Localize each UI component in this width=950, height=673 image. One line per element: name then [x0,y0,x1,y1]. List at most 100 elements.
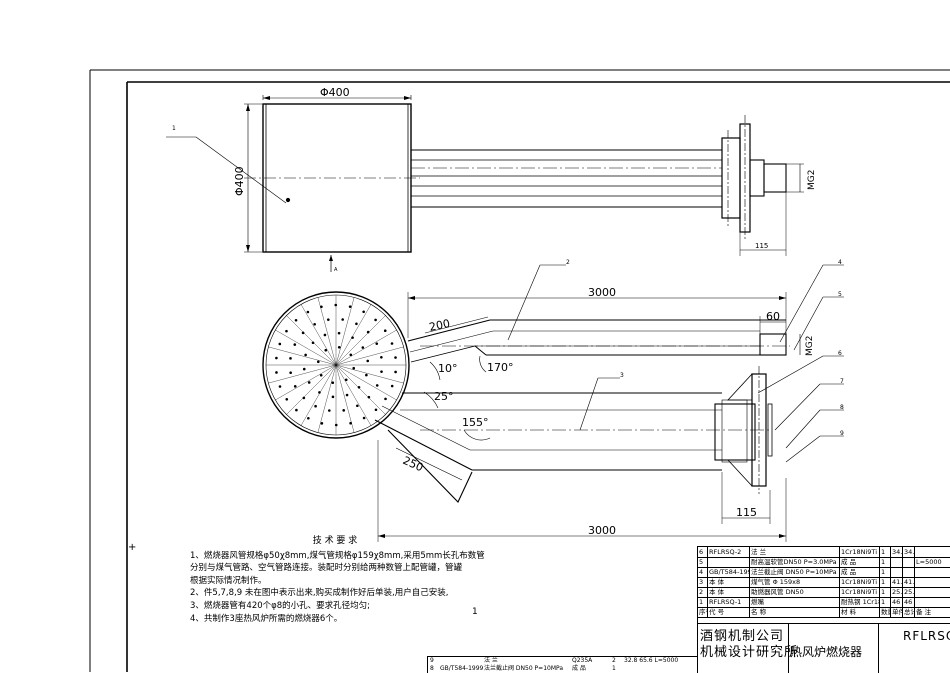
burner-hole [326,318,330,321]
burner-hole [289,371,292,375]
bom-cell: 助燃器风管 DN50 [750,587,840,597]
burner-radial-line [317,297,337,366]
bom-cell: 本 体 [708,577,750,587]
bom-cont-qty: 2 [612,657,616,664]
burner-hole [383,329,387,333]
top-view [166,95,804,272]
burner-hole [289,357,292,360]
burner-hole [323,333,327,337]
bom-cont-code-2: GB/T584-1999 [440,665,484,672]
burner-radial-line [335,315,386,366]
burner-hole [324,348,328,352]
burner-radial-line [268,346,337,366]
burner-hole [355,322,358,326]
bom-cont-mat: Q235A [572,657,593,664]
bom-cell: 数量 [880,607,891,617]
bom-cell: 25.2 [892,587,903,597]
burner-hole [337,345,341,349]
bom-cell: 材 料 [840,607,880,617]
burner-radial-line [335,346,404,366]
burner-hole [278,385,282,388]
burner-hole [285,397,289,401]
dim-mid-thread: MG2 [805,336,815,356]
bom-cell: 1 [880,587,891,597]
bom-cell: 成 品 [840,557,880,567]
bom-cell [915,597,950,607]
burner-radial-line [300,304,337,366]
burner-hole [328,409,331,412]
burner-hole [367,395,371,399]
bom-row: 序号代 号名 称材 料数量单件总计备 注 [698,607,950,618]
burner-hole [344,378,348,382]
dim-main-upper-length: 3000 [588,286,616,299]
burner-hole [275,356,278,360]
bom-cell: 2 [698,587,708,597]
burner-hole [380,370,383,373]
bom-cell [915,547,950,557]
bom-cont-name: 法 兰 [484,657,498,664]
bom-cell: 34.8 [892,547,903,557]
balloon-4: 4 [838,259,842,266]
bom-cell: 41.1 [892,577,903,587]
burner-hole [302,396,306,400]
company-line-1: 酒钢机制公司 [700,629,785,644]
burner-hole [293,343,297,346]
burner-hole [295,408,298,412]
burner-hole [351,336,354,339]
bom-cell: 1 [880,547,891,557]
balloon-7: 7 [840,378,844,385]
dim-main-lower-length: 3000 [588,524,616,537]
burner-hole [331,381,335,385]
burner-hole [342,409,346,412]
bom-cell: 代 号 [708,607,750,617]
dim-angle-170: 170° [487,361,514,374]
burner-radial-line [300,364,337,426]
burner-hole [375,342,379,345]
dim-lower-115: 115 [736,506,757,519]
section-mark: A [334,267,338,273]
bom-cell: 耐热钢 1Cr18Ni9Ti [841,597,880,607]
dim-top-flange: 115 [755,242,768,250]
notes-line: 1、燃烧器风管规格φ50χ8mm,煤气管规格φ159χ8mm,采用5mm长孔布数… [190,550,485,561]
burner-hole [380,355,383,359]
balloon-3: 3 [620,372,624,379]
burner-radial-line [335,304,372,366]
bom-cell: 序号 [698,607,708,617]
bom-continuation: 9 法 兰 Q235A 2 32.8 65.6 L=5000 8 GB/T584… [427,656,698,673]
notes-line: 分别与煤气管路、空气管路连接。装配时分别给两种数管上配管罐，管罐 [190,563,463,574]
balloons: 2 3 4 5 6 7 8 9 [566,259,844,437]
bom-cell: 燃嘴 [750,597,840,607]
burner-hole [362,310,365,314]
bom-cell: 1Cr18Ni9Ti [840,547,880,557]
bom-cell: 3 [698,577,708,587]
dim-top-height: Φ400 [233,166,246,196]
notes-line: 4、共制作3座热风炉所需的燃烧器6个。 [190,613,343,624]
bom-cell [891,567,903,577]
balloon-6: 6 [838,350,842,357]
burner-hole [366,330,370,334]
burner-hole [337,331,341,335]
bom-cont-qty-2: 1 [612,665,616,672]
burner-radial-line [286,315,337,366]
bom-cell [915,587,950,597]
bom-cell: 成 品 [840,567,880,577]
notes-line: 根据实际情况制作。 [190,575,267,586]
dim-angle-25: 25° [434,390,454,403]
burner-hole [302,367,306,371]
drawing-name: 热风炉燃烧器 [790,645,863,659]
main-view [262,264,844,542]
bom-cell [903,567,915,577]
burner-hole [320,305,323,309]
burner-radial-line [335,364,372,426]
dim-pipe-60: 60 [766,310,780,323]
drawing-frame [89,69,950,672]
balloon-5: 5 [838,291,842,298]
bom-cell [891,557,903,567]
bom-cell: 25.2 [904,587,915,597]
company-name: 酒钢机制公司 机械设计研究所 [700,629,798,661]
burner-hole [349,353,353,357]
bom-cell: L=5000 [915,557,950,567]
